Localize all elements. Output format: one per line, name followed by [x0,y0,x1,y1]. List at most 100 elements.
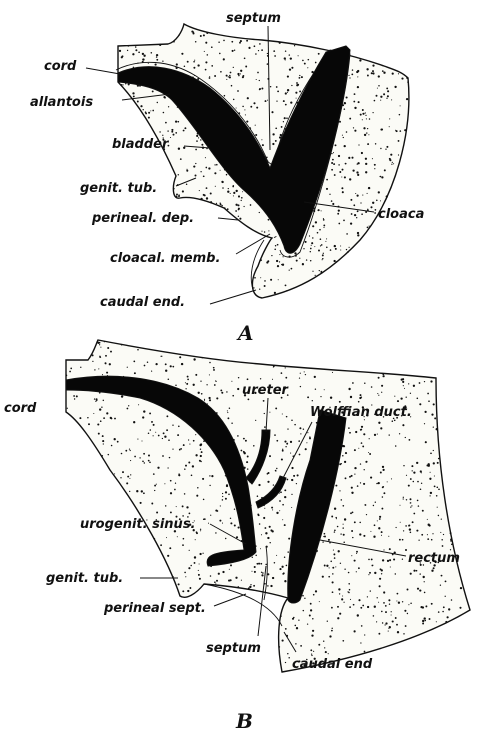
stipple-dot [350,599,351,600]
stipple-dot [272,143,274,145]
stipple-dot [256,563,258,565]
stipple-dot [238,209,240,211]
stipple-dot [95,401,96,402]
stipple-dot [179,449,180,450]
stipple-dot [297,84,299,86]
stipple-dot [288,538,290,540]
stipple-dot [155,363,157,365]
stipple-dot [450,532,452,534]
stipple-dot [188,567,190,569]
stipple-dot [337,606,339,608]
stipple-dot [410,478,412,480]
stipple-dot [148,432,150,434]
stipple-dot [350,396,352,398]
stipple-dot [92,354,94,356]
stipple-dot [291,268,293,270]
stipple-dot [132,92,134,94]
stipple-dot [247,398,249,400]
stipple-dot [317,232,319,234]
stipple-dot [369,572,371,574]
label-a-cloaca: cloaca [378,207,424,222]
stipple-dot [230,564,232,566]
stipple-dot [276,555,277,556]
stipple-dot [165,363,167,365]
stipple-dot [405,549,407,551]
stipple-dot [428,463,430,465]
stipple-dot [320,396,321,397]
stipple-dot [405,625,407,627]
stipple-dot [226,75,228,77]
stipple-dot [279,646,281,648]
stipple-dot [182,590,184,592]
stipple-dot [304,371,305,372]
stipple-dot [209,362,211,364]
stipple-dot [201,451,203,453]
stipple-dot [354,521,356,523]
stipple-dot [130,474,131,475]
stipple-dot [381,569,383,571]
stipple-dot [163,96,165,98]
stipple-dot [376,95,378,97]
stipple-dot [348,75,349,76]
stipple-dot [220,389,222,391]
label-b-caudal-end: caudal end [292,657,373,672]
stipple-dot [436,621,437,622]
stipple-dot [310,609,312,611]
stipple-dot [276,260,278,262]
stipple-dot [229,569,230,570]
stipple-dot [285,50,286,51]
stipple-dot [171,129,173,131]
stipple-dot [283,121,284,122]
stipple-dot [389,434,390,435]
stipple-dot [319,270,320,271]
stipple-dot [237,388,239,390]
stipple-dot [235,204,237,206]
stipple-dot [307,623,308,624]
stipple-dot [101,406,102,407]
stipple-dot [87,417,88,418]
stipple-dot [387,560,389,562]
stipple-dot [358,567,360,569]
stipple-dot [268,230,269,231]
stipple-dot [211,65,213,67]
stipple-dot [209,475,210,476]
stipple-dot [342,191,344,193]
stipple-dot [366,514,367,515]
stipple-dot [194,562,196,564]
stipple-dot [193,358,195,360]
stipple-dot [261,231,262,232]
stipple-dot [300,645,302,647]
stipple-dot [318,209,320,211]
stipple-dot [391,478,392,479]
stipple-dot [215,186,216,187]
stipple-dot [258,563,260,565]
stipple-dot [364,469,365,470]
stipple-dot [255,555,256,556]
stipple-dot [157,467,159,469]
stipple-dot [356,171,358,173]
stipple-dot [424,423,425,424]
stipple-dot [214,164,215,165]
stipple-dot [348,157,350,159]
stipple-dot [395,130,396,131]
stipple-dot [182,544,184,546]
stipple-dot [255,134,257,136]
stipple-dot [315,221,317,223]
stipple-dot [204,399,205,400]
stipple-dot [99,408,101,410]
stipple-dot [336,518,337,519]
stipple-dot [167,467,168,468]
stipple-dot [427,393,429,395]
stipple-dot [156,54,158,56]
stipple-dot [327,621,328,622]
stipple-dot [258,50,259,51]
stipple-dot [262,144,264,146]
stipple-dot [408,383,409,384]
stipple-dot [331,169,333,171]
stipple-dot [353,101,355,103]
stipple-dot [303,248,304,249]
stipple-dot [230,193,231,194]
stipple-dot [180,448,182,450]
stipple-dot [388,536,389,537]
stipple-dot [257,72,259,74]
